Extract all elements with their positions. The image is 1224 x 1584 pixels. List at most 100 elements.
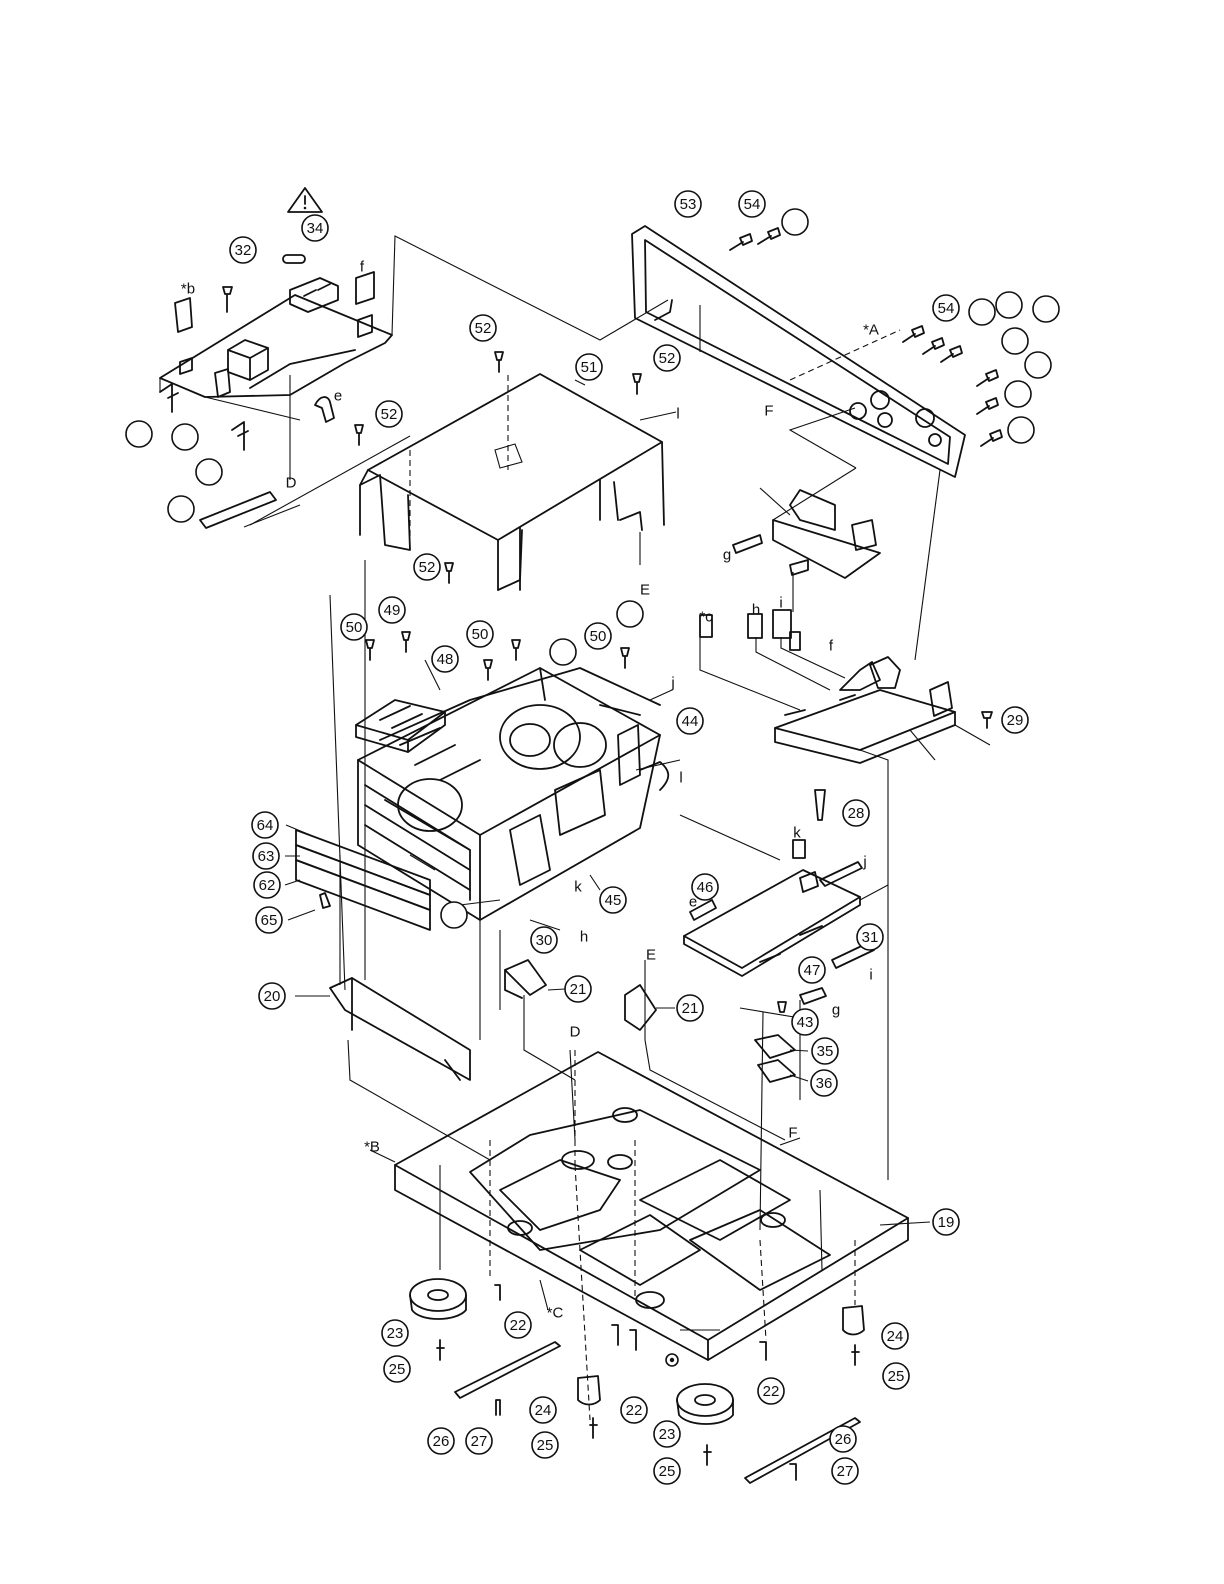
connection-label: *c <box>699 609 713 626</box>
callout-number: 52 <box>381 406 398 423</box>
callout-circle <box>1033 296 1059 322</box>
callout-number: 25 <box>389 1361 406 1378</box>
part-callout-blank <box>1002 328 1028 354</box>
part-callout-63: 63 <box>253 843 279 869</box>
callout-number: 19 <box>938 1214 955 1231</box>
callout-number: 62 <box>259 877 276 894</box>
callout-number: 50 <box>346 619 363 636</box>
callout-circle <box>969 299 995 325</box>
callout-number: 25 <box>659 1463 676 1480</box>
part-callout-24: 24 <box>882 1323 908 1349</box>
part-callout-50: 50 <box>467 621 493 647</box>
part-callout-48: 48 <box>432 646 458 672</box>
part-callout-blank <box>172 424 198 450</box>
callout-number: 64 <box>257 817 274 834</box>
part-callout-26: 26 <box>830 1426 856 1452</box>
callout-number: 50 <box>590 628 607 645</box>
callout-number: 50 <box>472 626 489 643</box>
callout-number: 24 <box>887 1328 904 1345</box>
part-callout-30: 30 <box>531 927 557 953</box>
part-callout-54: 54 <box>739 191 765 217</box>
part-callout-25: 25 <box>883 1363 909 1389</box>
callout-number: 20 <box>264 988 281 1005</box>
callout-number: 22 <box>510 1317 527 1334</box>
callout-number: 27 <box>837 1463 854 1480</box>
callout-number: 23 <box>659 1426 676 1443</box>
callout-number: 34 <box>307 220 324 237</box>
callout-number: 24 <box>535 1402 552 1419</box>
connection-label: *C <box>547 1305 564 1322</box>
part-callout-29: 29 <box>1002 707 1028 733</box>
part-callout-24: 24 <box>530 1397 556 1423</box>
connection-label: *B <box>364 1139 380 1156</box>
connection-label: E <box>646 947 656 964</box>
part-callout-blank <box>168 496 194 522</box>
callout-circle <box>196 459 222 485</box>
part-callout-49: 49 <box>379 597 405 623</box>
part-callout-52: 52 <box>654 345 680 371</box>
callout-number: 28 <box>848 805 865 822</box>
connection-label: F <box>764 403 773 420</box>
connection-label: f <box>829 638 834 655</box>
callout-number: 63 <box>258 848 275 865</box>
brackets <box>330 960 795 1082</box>
callout-number: 49 <box>384 602 401 619</box>
part-callout-50: 50 <box>585 623 611 649</box>
callout-number: 43 <box>797 1014 814 1031</box>
part-callout-blank <box>1008 417 1034 443</box>
connection-label: D <box>570 1024 581 1041</box>
part-callout-21: 21 <box>565 976 591 1002</box>
connection-label: j <box>670 675 674 692</box>
part-callout-22: 22 <box>505 1312 531 1338</box>
part-callout-32: 32 <box>230 237 256 263</box>
connection-label: g <box>723 547 731 564</box>
callout-circle <box>1002 328 1028 354</box>
callout-number: 65 <box>261 912 278 929</box>
callout-number: 29 <box>1007 712 1024 729</box>
callout-circle <box>550 639 576 665</box>
callout-number: 26 <box>433 1433 450 1450</box>
part-callout-blank <box>441 902 467 928</box>
front-panel-bars <box>296 830 430 930</box>
part-callout-21: 21 <box>677 995 703 1021</box>
callout-number: 48 <box>437 651 454 668</box>
part-callout-19: 19 <box>933 1209 959 1235</box>
part-callout-62: 62 <box>254 872 280 898</box>
callout-circle <box>617 601 643 627</box>
part-callout-blank <box>782 209 808 235</box>
callout-number: 52 <box>475 320 492 337</box>
connection-label: *b <box>181 281 195 298</box>
main-board <box>700 610 955 763</box>
part-callout-51: 51 <box>576 354 602 380</box>
connection-label: i <box>779 595 782 612</box>
part-callout-53: 53 <box>675 191 701 217</box>
callout-circle <box>126 421 152 447</box>
callout-number: 30 <box>536 932 553 949</box>
callout-circle <box>1008 417 1034 443</box>
part-callout-25: 25 <box>532 1432 558 1458</box>
connection-label: l <box>679 770 682 787</box>
part-callout-blank <box>1005 381 1031 407</box>
callout-number: 53 <box>680 196 697 213</box>
part-callout-blank <box>969 299 995 325</box>
part-callout-52: 52 <box>470 315 496 341</box>
callout-circle <box>172 424 198 450</box>
callout-number: 52 <box>419 559 436 576</box>
connection-label: F <box>788 1125 797 1142</box>
callout-number: 46 <box>697 879 714 896</box>
chassis <box>395 1052 908 1360</box>
callout-number: 25 <box>537 1437 554 1454</box>
connection-label: D <box>286 475 297 492</box>
part-callout-22: 22 <box>758 1378 784 1404</box>
callout-circle <box>1025 352 1051 378</box>
part-callout-blank <box>1025 352 1051 378</box>
part-callout-blank <box>126 421 152 447</box>
callout-number: 21 <box>682 1000 699 1017</box>
connection-label: i <box>869 967 872 984</box>
callout-circle <box>441 902 467 928</box>
connection-label: *A <box>863 322 879 339</box>
connection-label: h <box>580 929 588 946</box>
